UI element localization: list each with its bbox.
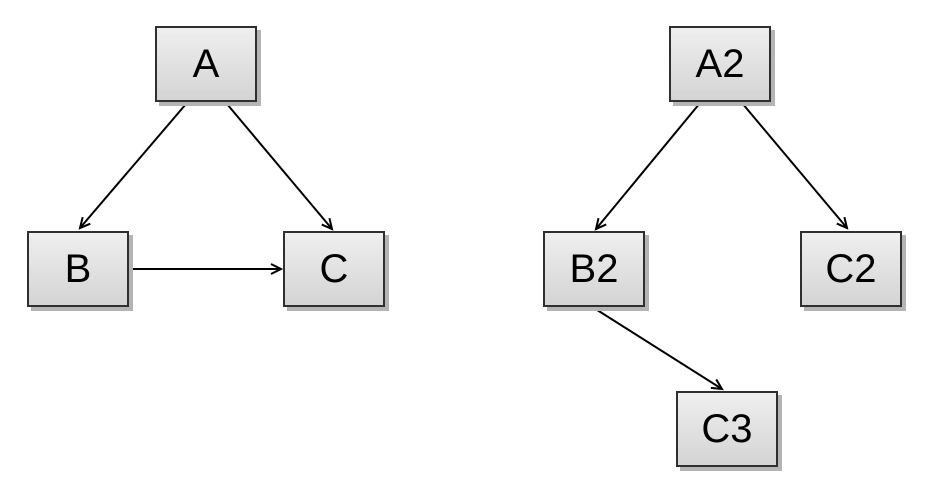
node-label-B2: B2 [569,247,619,291]
node-label-B: B [64,247,92,291]
node-C3: C3 [676,391,778,467]
node-B: B [27,231,129,307]
edge-A2-C2 [741,102,849,230]
node-label-A: A [192,42,220,86]
node-label-C3: C3 [701,407,753,451]
node-A2: A2 [669,26,771,102]
node-A: A [155,26,257,102]
node-label-C2: C2 [825,247,877,291]
node-C2: C2 [800,231,902,307]
edge-A-B [78,103,187,230]
node-B2: B2 [543,231,645,307]
edge-B2-C3 [593,307,724,391]
node-C: C [283,231,385,307]
edge-A-C [226,103,334,231]
node-label-C: C [319,247,349,291]
edge-A2-B2 [594,102,701,231]
node-label-A2: A2 [695,42,745,86]
